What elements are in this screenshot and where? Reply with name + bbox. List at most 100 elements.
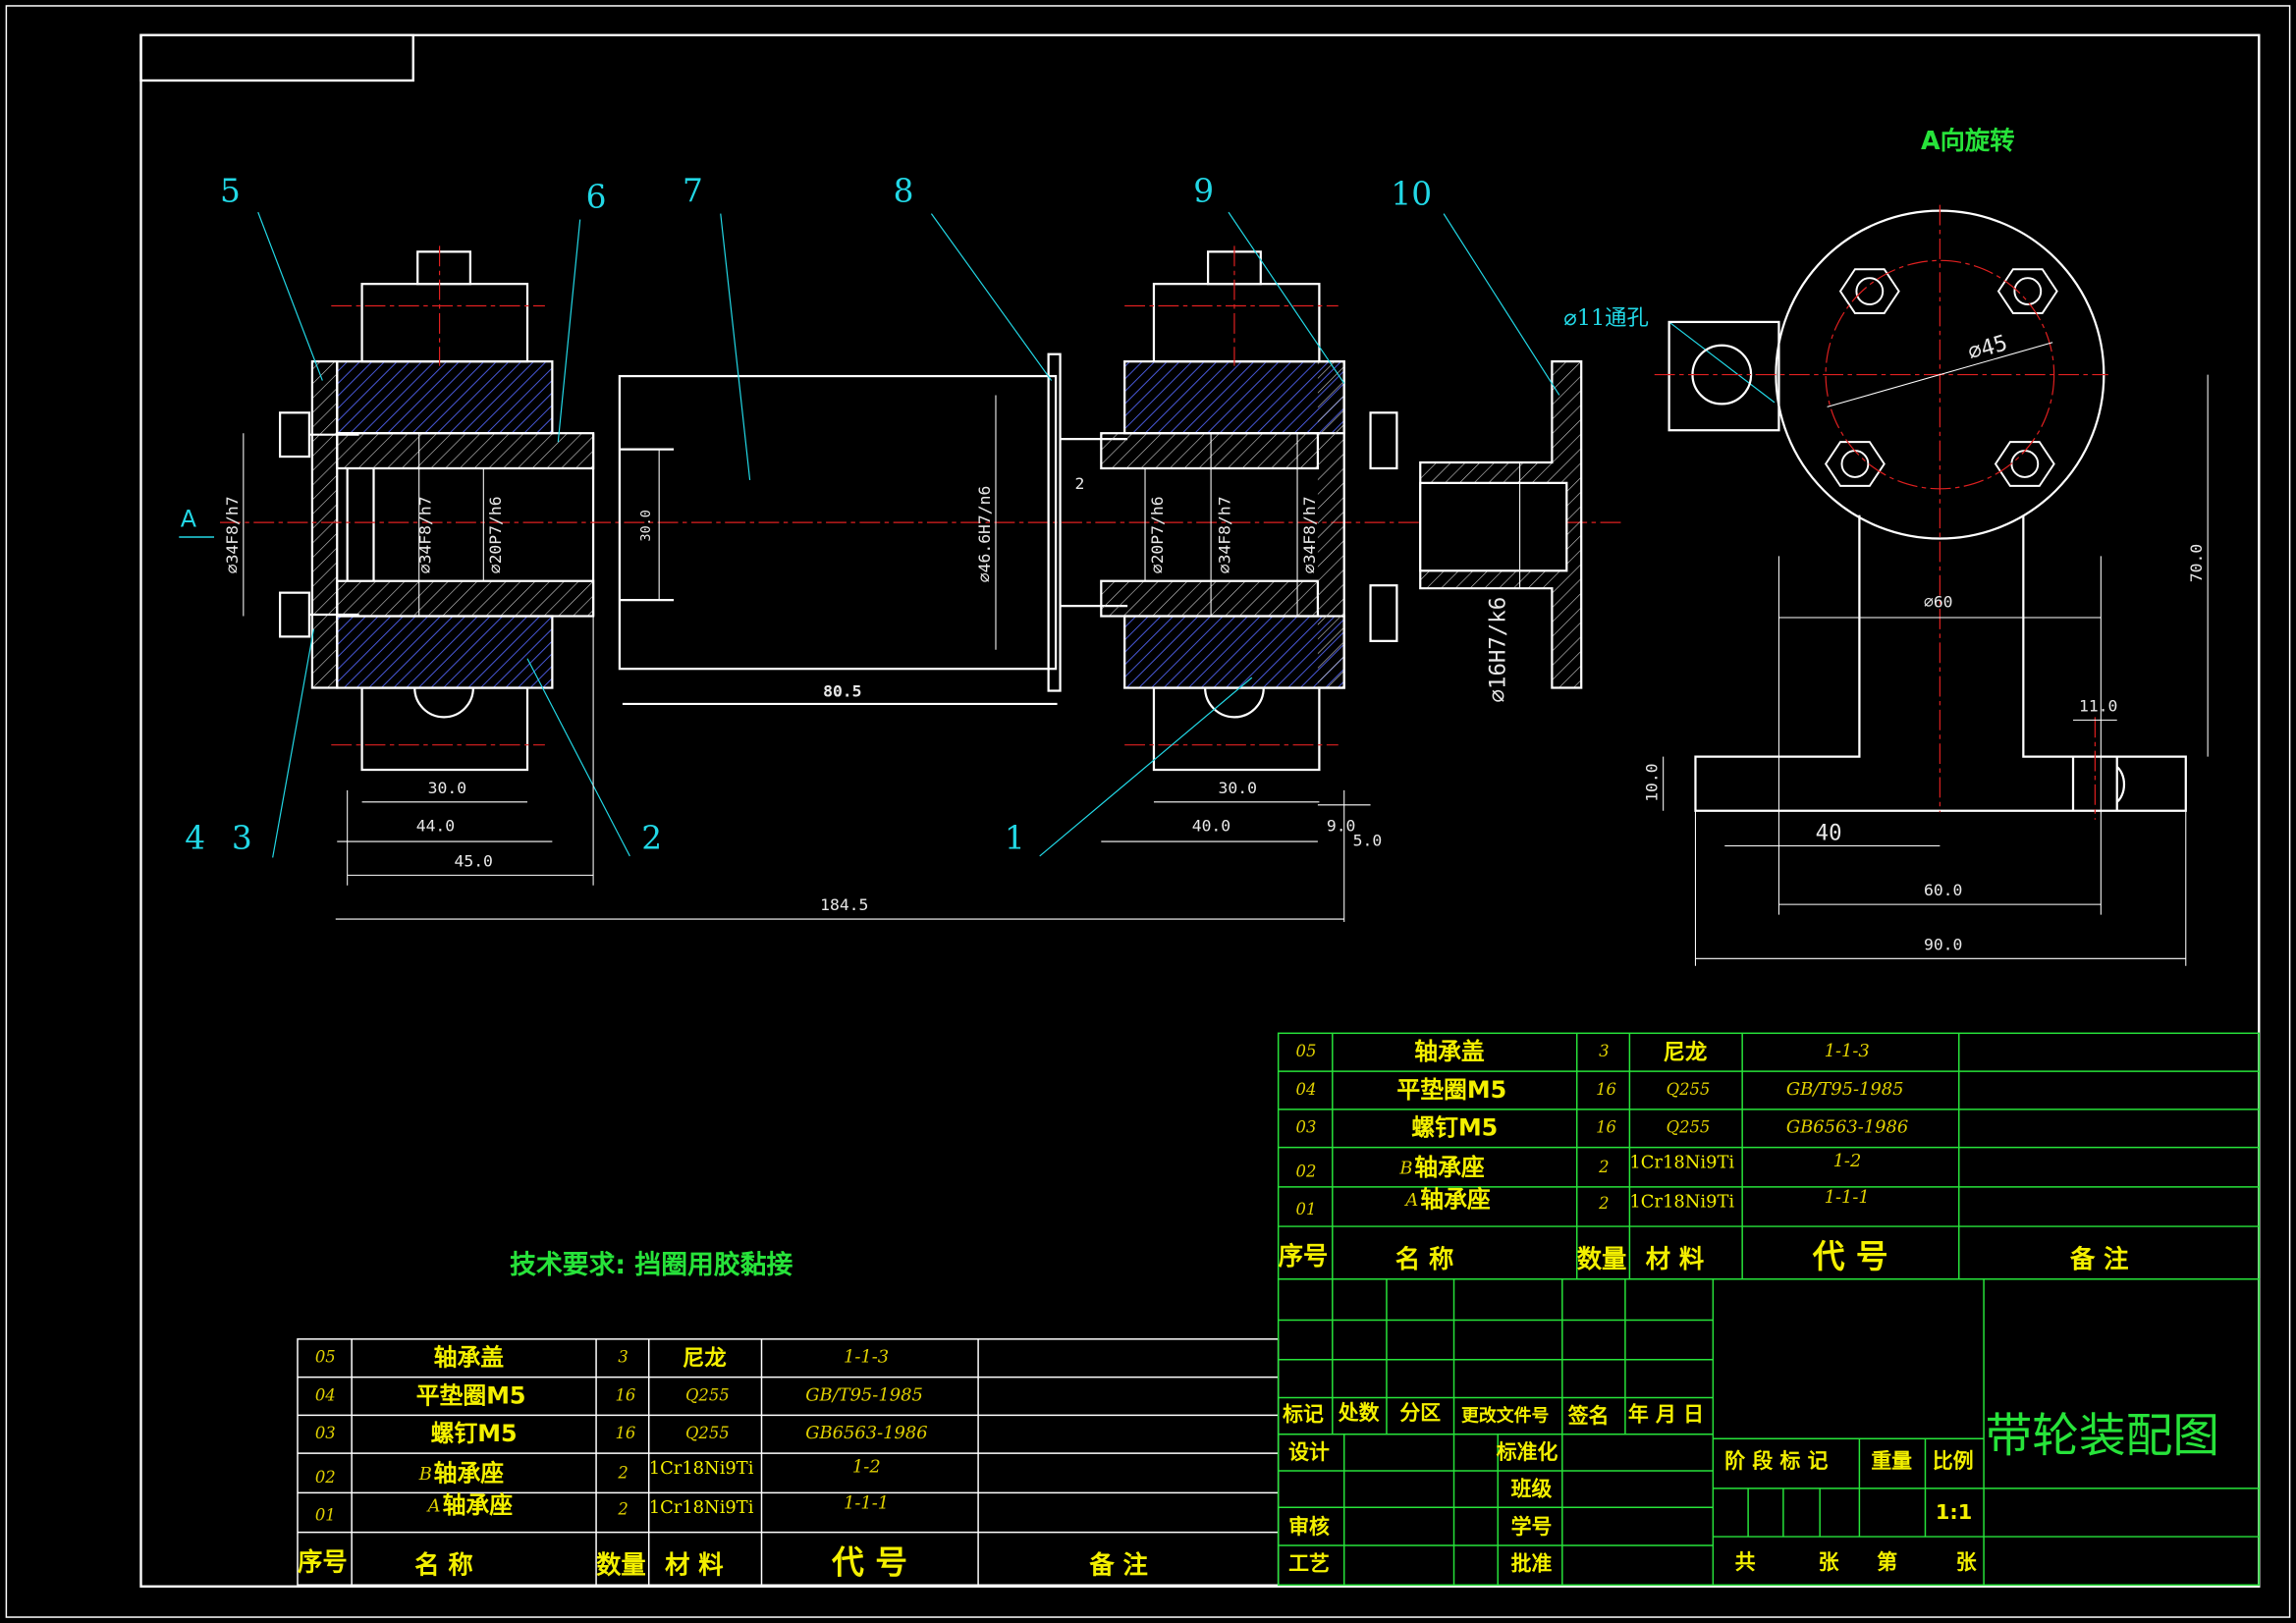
parts-row-02: 02 B 轴承座 2 1Cr18Ni9Ti 1-2 bbox=[1296, 1151, 1862, 1181]
dim-tube-len: 80.5 bbox=[823, 681, 861, 700]
parts-list-left: 05 轴承盖 3 尼龙 1-1-3 04 平垫圈M5 16 Q255 GB/T9… bbox=[298, 1344, 1148, 1582]
view-title: A向旋转 bbox=[1921, 126, 2015, 155]
weight-label: 重量 bbox=[1871, 1449, 1912, 1473]
label-text: 标记 bbox=[1283, 1402, 1324, 1426]
sheet-border bbox=[5, 5, 2291, 1618]
label-text: 第 bbox=[1877, 1550, 1897, 1574]
label-text: 张 bbox=[1819, 1550, 1839, 1574]
label-text: A bbox=[1403, 1190, 1418, 1211]
label-text: 3 bbox=[1599, 1042, 1609, 1060]
dim-left-45: 45.0 bbox=[454, 851, 492, 870]
label-text: 代 号 bbox=[831, 1543, 907, 1581]
label-text: 材 料 bbox=[1646, 1244, 1704, 1273]
label-text: GB/T95-1985 bbox=[1786, 1079, 1904, 1100]
label-text: 序号 bbox=[298, 1546, 348, 1576]
label-text: 平垫圈M5 bbox=[416, 1381, 526, 1409]
label-text: 批准 bbox=[1511, 1551, 1553, 1575]
leader-lines bbox=[257, 211, 1776, 858]
label-text: B bbox=[418, 1464, 432, 1485]
label-text: 01 bbox=[1296, 1200, 1317, 1218]
right-centerlines bbox=[1124, 245, 1339, 746]
label-text: 02 bbox=[315, 1468, 336, 1487]
dim-left-fit-shaft: ⌀20P7/h6 bbox=[486, 496, 505, 573]
label-text: 2 bbox=[1598, 1158, 1609, 1176]
balloon-4: 4 bbox=[185, 820, 205, 857]
scale-value: 1:1 bbox=[1936, 1500, 1972, 1524]
label-text: GB6563-1986 bbox=[805, 1423, 927, 1443]
label-text: 04 bbox=[1296, 1080, 1317, 1099]
balloon-10: 10 bbox=[1391, 176, 1432, 213]
label-text: 名 称 bbox=[1395, 1244, 1453, 1273]
dim-offset-40: 40 bbox=[1816, 821, 1842, 846]
label-text: 16 bbox=[615, 1424, 635, 1442]
dim-height-70: 70.0 bbox=[2187, 544, 2206, 582]
dim-right-fit-shaft: ⌀20P7/h6 bbox=[1148, 496, 1167, 573]
label-text: 2 bbox=[617, 1500, 628, 1519]
side-view-dim-texts: ⌀11通孔 ⌀45 ⌀60 70.0 11.0 10.0 40 60.0 90.… bbox=[1563, 305, 2206, 953]
label-text: 分区 bbox=[1399, 1401, 1441, 1425]
dim-tube-dia: 30.0 bbox=[639, 510, 654, 541]
dim-slot: 11.0 bbox=[2079, 696, 2117, 715]
drawing-name: 带轮装配图 bbox=[1986, 1410, 2219, 1464]
parts-row-02-dup: 02 B 轴承座 2 1Cr18Ni9Ti 1-2 bbox=[315, 1456, 881, 1487]
scale-label: 比例 bbox=[1933, 1449, 1974, 1473]
standard-labels: 标准化 班级 学号 批准 bbox=[1497, 1440, 1558, 1575]
label-text: 05 bbox=[315, 1348, 336, 1367]
right-bearing-assembly bbox=[1100, 250, 1583, 772]
dim-span-90: 90.0 bbox=[1924, 935, 1962, 953]
dim-right-9: 9.0 bbox=[1327, 817, 1356, 836]
dim-flange-fit: ⌀46.6H7/n6 bbox=[975, 486, 994, 583]
balloon-8: 8 bbox=[894, 173, 914, 210]
technical-requirement: 技术要求: 挡圈用胶黏接 bbox=[510, 1249, 793, 1280]
stage-label: 阶 段 标 记 bbox=[1724, 1449, 1828, 1473]
label-text: 轴承盖 bbox=[1414, 1038, 1485, 1065]
parts-header-left: 序号 名 称 数量 材 料 代 号 备 注 bbox=[298, 1543, 1148, 1581]
parts-row-05: 05 轴承盖 3 尼龙 1-1-3 bbox=[1296, 1038, 1870, 1065]
label-text: 轴承座 bbox=[443, 1491, 514, 1519]
label-text: GB/T95-1985 bbox=[805, 1384, 923, 1405]
dim-left-44: 44.0 bbox=[416, 817, 455, 836]
balloon-1: 1 bbox=[1005, 820, 1025, 857]
revision-headers: 标记 处数 分区 更改文件号 签名 年 月 日 bbox=[1283, 1401, 1704, 1428]
label-text: 螺钉M5 bbox=[1411, 1114, 1498, 1142]
dim-gap: 2 bbox=[1074, 474, 1084, 493]
label-text: 1-2 bbox=[852, 1456, 881, 1477]
label-text: 材 料 bbox=[665, 1549, 723, 1579]
label-text: Q255 bbox=[1667, 1118, 1711, 1137]
label-text: Q255 bbox=[1667, 1080, 1711, 1099]
label-text: 平垫圈M5 bbox=[1396, 1076, 1506, 1104]
dim-width-60: ⌀60 bbox=[1924, 593, 1953, 612]
label-text: 设计 bbox=[1288, 1440, 1330, 1464]
balloon-numbers: 5 6 7 8 9 10 4 3 2 1 bbox=[185, 173, 1432, 857]
label-text: 名 称 bbox=[414, 1549, 472, 1579]
label-text: 处数 bbox=[1338, 1401, 1380, 1425]
dim-right-30: 30.0 bbox=[1219, 779, 1257, 797]
label-text: 共 bbox=[1735, 1550, 1756, 1574]
parts-row-04: 04 平垫圈M5 16 Q255 GB/T95-1985 bbox=[1296, 1076, 1904, 1104]
label-text: A bbox=[426, 1496, 441, 1517]
balloon-9: 9 bbox=[1193, 173, 1214, 210]
label-text: 1Cr18Ni9Ti bbox=[1629, 1152, 1734, 1172]
label-text: 1Cr18Ni9Ti bbox=[649, 1497, 754, 1518]
label-text: 16 bbox=[1596, 1080, 1616, 1099]
parts-row-05-dup: 05 轴承盖 3 尼龙 1-1-3 bbox=[315, 1344, 889, 1372]
label-text: 学号 bbox=[1511, 1515, 1553, 1539]
label-text: 签名 bbox=[1567, 1404, 1610, 1428]
label-text: 1Cr18Ni9Ti bbox=[1629, 1192, 1734, 1213]
dim-right-fit-inner: ⌀34F8/h7 bbox=[1215, 496, 1233, 573]
dim-span-60: 60.0 bbox=[1924, 881, 1962, 899]
label-text: 2 bbox=[1598, 1194, 1609, 1213]
label-text: 1-1-3 bbox=[1825, 1041, 1870, 1061]
label-text: B bbox=[1398, 1158, 1412, 1178]
label-text: 01 bbox=[315, 1506, 336, 1525]
label-text: 1Cr18Ni9Ti bbox=[649, 1458, 754, 1479]
label-text: 数量 bbox=[596, 1549, 646, 1579]
label-text: 更改文件号 bbox=[1461, 1404, 1549, 1426]
dim-right-40: 40.0 bbox=[1192, 817, 1230, 836]
label-text: 代 号 bbox=[1812, 1238, 1888, 1275]
parts-row-04-dup: 04 平垫圈M5 16 Q255 GB/T95-1985 bbox=[315, 1381, 923, 1409]
label-text: 16 bbox=[1596, 1118, 1616, 1137]
section-label-a: A bbox=[181, 506, 197, 533]
parts-row-01-dup: 01 A 轴承座 2 1Cr18Ni9Ti 1-1-1 bbox=[315, 1491, 889, 1524]
